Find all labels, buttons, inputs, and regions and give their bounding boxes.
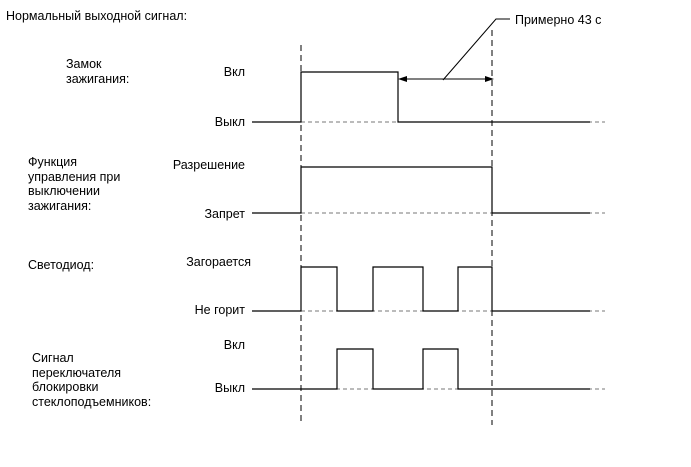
leader-line <box>442 18 510 81</box>
level-label-ignition-on: Вкл <box>223 65 245 79</box>
row-label-window-lock-switch: Сигнал переключателя блокировки стеклопо… <box>32 351 152 409</box>
row-label-shutdown-function: Функция управления при выключении зажига… <box>28 155 121 213</box>
ignition-waveform <box>252 71 590 123</box>
level-label-enable: Разрешение <box>172 158 245 172</box>
row-label-led: Светодиод: <box>28 258 95 272</box>
shutdown-function-waveform <box>252 166 590 214</box>
row-label-ignition: Замок зажигания: <box>66 57 130 86</box>
level-label-switch-off: Выкл <box>214 381 245 395</box>
arrow-head-left <box>398 76 407 82</box>
window-lock-switch-waveform <box>252 348 590 390</box>
level-label-led-off: Не горит <box>194 303 245 317</box>
duration-annotation: Примерно 43 с <box>515 13 602 27</box>
page-title: Нормальный выходной сигнал: <box>6 9 188 23</box>
arrow-head-right <box>485 76 494 82</box>
level-label-ignition-off: Выкл <box>214 115 245 129</box>
level-label-led-lit: Загорается <box>186 255 251 269</box>
level-label-disable: Запрет <box>204 207 246 221</box>
level-label-switch-on: Вкл <box>223 338 245 352</box>
led-waveform <box>252 266 590 312</box>
